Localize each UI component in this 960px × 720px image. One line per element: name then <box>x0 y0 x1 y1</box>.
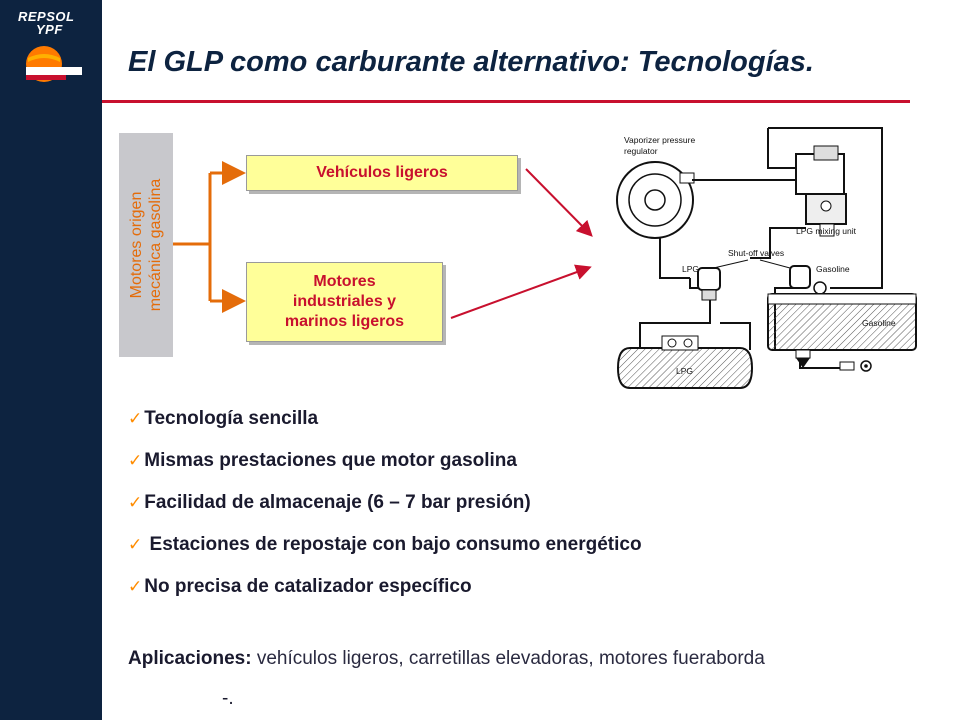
mixing-unit-label: LPG mixing unit <box>796 226 857 236</box>
engine-origin-label: Motores origen mecánica gasolina <box>119 133 173 357</box>
arrow-industrial-to-schematic <box>450 264 592 319</box>
lpg-system-schematic: Vaporizer pressure regulator LPG mixing … <box>616 127 917 389</box>
lpg-tank <box>616 335 754 389</box>
vaporizer-regulator <box>616 161 695 239</box>
vaporizer-label-1: Vaporizer pressure <box>624 135 695 145</box>
applications-text: vehículos ligeros, carretillas elevadora… <box>251 648 765 669</box>
list-item: ✓Facilidad de almacenaje (6 – 7 bar pres… <box>128 488 642 530</box>
industrial-line2: industriales y <box>292 293 397 310</box>
page-title: El GLP como carburante alternativo: Tecn… <box>128 46 814 78</box>
applications-label: Aplicaciones: <box>128 648 252 669</box>
sidebar: REPSOL YPF <box>0 0 102 720</box>
applications-line: Aplicaciones: vehículos ligeros, carreti… <box>128 648 765 670</box>
checkmark-icon: ✓ <box>128 577 143 597</box>
feature-text: Mismas prestaciones que motor gasolina <box>144 450 517 471</box>
shutoff-label: Shut-off valves <box>728 248 784 258</box>
light-vehicles-box: Vehículos ligeros <box>246 155 518 191</box>
checkmark-icon: ✓ <box>128 535 143 555</box>
checkmark-icon: ✓ <box>128 451 143 471</box>
feature-list: ✓Tecnología sencilla ✓Mismas prestacione… <box>128 404 642 614</box>
fuel-level-sender <box>839 360 872 372</box>
feature-text: Estaciones de repostaje con bajo consumo… <box>144 534 642 555</box>
repsol-flame-icon <box>26 46 82 82</box>
title-divider <box>102 100 910 103</box>
lpg-tank-label: LPG <box>676 366 693 376</box>
repsol-ypf-logo: REPSOL YPF <box>10 10 92 90</box>
fuel-pump <box>795 349 811 368</box>
lpg-valve-label: LPG <box>682 264 699 274</box>
list-item: ✓ Estaciones de repostaje con bajo consu… <box>128 530 642 572</box>
list-item: ✓Tecnología sencilla <box>128 404 642 446</box>
piping <box>639 127 883 369</box>
industrial-line1: Motores <box>313 273 376 290</box>
engine-origin-line1: Motores origen <box>128 191 145 299</box>
logo-line1: REPSOL <box>18 9 75 24</box>
gasoline-tank-label: Gasoline <box>862 318 896 328</box>
gasoline-tank <box>767 293 917 351</box>
vaporizer-label-2: regulator <box>624 146 658 156</box>
light-vehicles-label: Vehículos ligeros <box>316 164 448 181</box>
industrial-marine-box: Motores industriales y marinos ligeros <box>246 262 443 342</box>
checkmark-icon: ✓ <box>128 409 143 429</box>
checkmark-icon: ✓ <box>128 493 143 513</box>
feature-text: Facilidad de almacenaje (6 – 7 bar presi… <box>144 492 531 513</box>
gasoline-shutoff-valve <box>789 265 827 295</box>
list-item: ✓No precisa de catalizador específico <box>128 572 642 614</box>
feature-text: Tecnología sencilla <box>144 408 319 429</box>
lpg-mixing-unit <box>795 145 847 237</box>
industrial-line3: marinos ligeros <box>284 313 405 330</box>
engine-origin-line2: mecánica gasolina <box>147 178 164 312</box>
lpg-shutoff-valve <box>697 267 721 301</box>
connector-trunk <box>173 173 212 301</box>
feature-text: No precisa de catalizador específico <box>144 576 472 597</box>
arrow-light-to-schematic <box>525 168 593 237</box>
logo-line2: YPF <box>36 22 63 37</box>
footer-mark: -. <box>222 688 234 709</box>
list-item: ✓Mismas prestaciones que motor gasolina <box>128 446 642 488</box>
gasoline-valve-label: Gasoline <box>816 264 850 274</box>
